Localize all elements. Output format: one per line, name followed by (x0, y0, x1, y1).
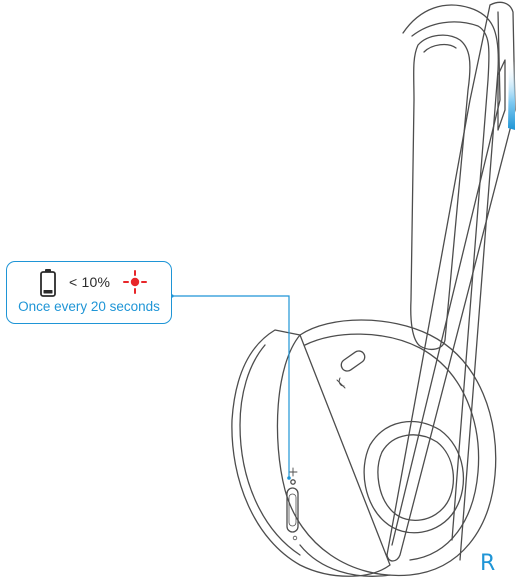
mute-icon (336, 377, 346, 389)
ear-cup-plate (363, 420, 465, 534)
led-indicator (290, 479, 296, 485)
battery-threshold-text: < 10% (69, 274, 111, 290)
mic-boom-tip (508, 60, 515, 130)
callout-header: < 10% (7, 268, 171, 297)
headband-outer (402, 4, 499, 561)
battery-status-callout: < 10% Once every 20 seconds (6, 261, 172, 324)
usb-port-icon (288, 467, 298, 477)
mute-button (340, 350, 366, 372)
battery-low-icon (40, 269, 56, 297)
blink-frequency-text: Once every 20 seconds (18, 299, 160, 314)
headband-inner (411, 21, 490, 541)
red-led-blink-icon (123, 270, 147, 294)
callout-connector (172, 295, 290, 478)
side-indicator-label: R (480, 551, 496, 576)
power-button (286, 487, 299, 533)
ear-cushion (231, 329, 391, 577)
headband-cushion (410, 34, 471, 351)
ear-cup-shell (276, 319, 497, 577)
